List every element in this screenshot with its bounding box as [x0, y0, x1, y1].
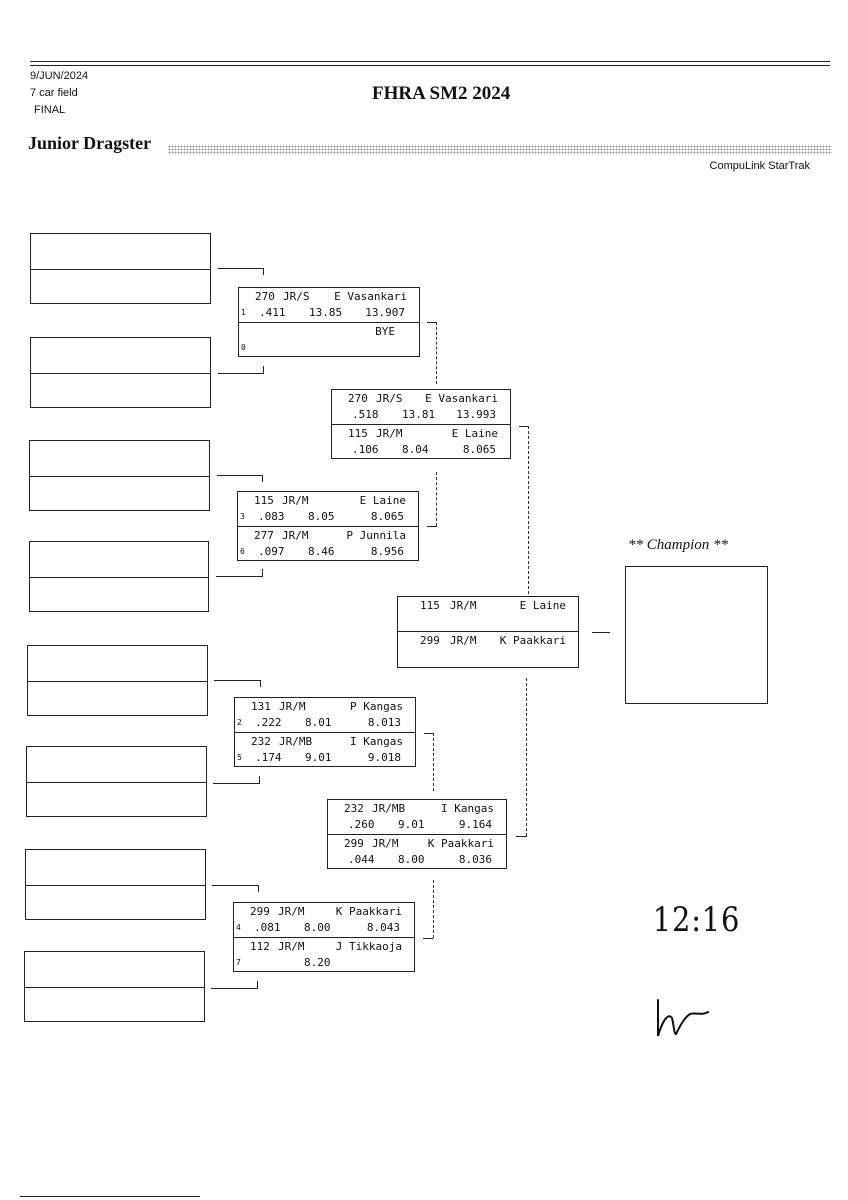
- empty-ladder-box: [29, 440, 210, 511]
- dotted-rule: [168, 145, 832, 155]
- empty-ladder-box: [30, 337, 211, 408]
- empty-ladder-box: [24, 951, 205, 1022]
- field-size: 7 car field: [30, 87, 78, 99]
- event-info: 9/JUN/2024 7 car field FINAL: [30, 68, 88, 119]
- class-name: Junior Dragster: [28, 133, 152, 153]
- empty-ladder-box: [25, 849, 206, 920]
- champion-box: [625, 566, 768, 704]
- handwritten-time: 12:16: [652, 900, 741, 940]
- event-title: FHRA SM2 2024: [372, 83, 511, 104]
- handwritten-initials: [657, 999, 709, 1037]
- empty-ladder-box: [30, 233, 211, 304]
- top-rule: [30, 61, 830, 62]
- bottom-rule: [20, 1196, 200, 1197]
- empty-ladder-box: [29, 541, 209, 612]
- empty-ladder-box: [26, 746, 207, 817]
- empty-ladder-box: [27, 645, 208, 716]
- champion-label: ** Champion **: [628, 537, 729, 553]
- top-rule-2: [30, 65, 830, 66]
- round-name: FINAL: [34, 104, 66, 116]
- event-date: 9/JUN/2024: [30, 70, 89, 82]
- lane-bottom: BYE 0: [239, 322, 419, 356]
- brand-label: CompuLink StarTrak: [709, 160, 810, 172]
